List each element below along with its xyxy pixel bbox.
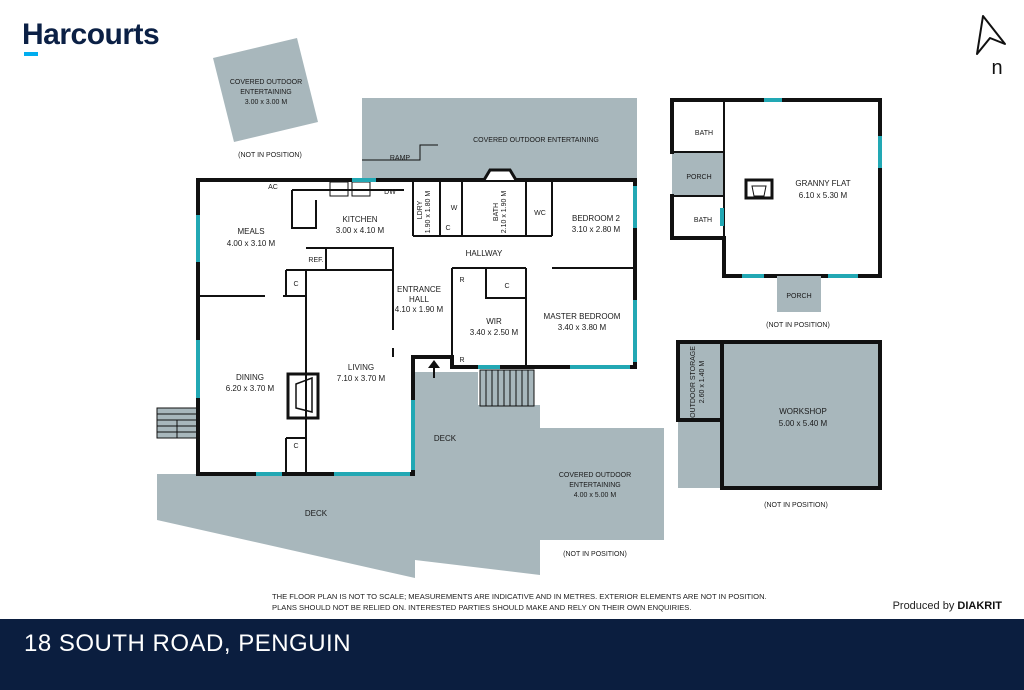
bedroom2-size: 3.10 x 2.80 M bbox=[572, 225, 621, 234]
c-label: C bbox=[445, 225, 450, 232]
master-size: 3.40 x 3.80 M bbox=[558, 323, 607, 332]
r-bottom-label: R bbox=[459, 357, 464, 364]
outdoor-storage-size: 2.60 x 1.40 M bbox=[699, 361, 706, 404]
laundry-label: LDRY bbox=[417, 200, 424, 219]
wir-size: 3.40 x 2.50 M bbox=[470, 328, 519, 337]
dining-label: DINING bbox=[236, 373, 264, 382]
kitchen-label: KITCHEN bbox=[342, 215, 377, 224]
svg-text:COVERED OUTDOOR ENTERTAINING: COVERED OUTDOOR ENTERTAINING bbox=[473, 137, 599, 144]
laundry-size: 1.90 x 1.80 M bbox=[425, 191, 432, 234]
bath-label: BATH bbox=[493, 203, 500, 221]
bath-size: 2.10 x 1.90 M bbox=[501, 191, 508, 234]
dining-size: 6.20 x 3.70 M bbox=[226, 384, 275, 393]
wc-label: WC bbox=[534, 210, 546, 217]
hallway-label: HALLWAY bbox=[466, 249, 503, 258]
granny-porch-label: PORCH bbox=[686, 174, 711, 181]
harcourts-logo: Harcourts bbox=[22, 18, 160, 51]
c-wir-label: C bbox=[504, 283, 509, 290]
outdoor-storage-label: OUTDOOR STORAGE bbox=[690, 346, 697, 418]
workshop: OUTDOOR STORAGE 2.60 x 1.40 M WORKSHOP 5… bbox=[676, 340, 882, 490]
hall-label: HALL bbox=[409, 295, 430, 304]
not-in-position-label: (NOT IN POSITION) bbox=[766, 322, 830, 329]
fireplace-icon bbox=[286, 372, 320, 420]
granny-flat-label: GRANNY FLAT bbox=[795, 179, 850, 188]
meals-label: MEALS bbox=[237, 227, 264, 236]
c-living-label: C bbox=[293, 443, 298, 450]
wir-label: WIR bbox=[486, 317, 502, 326]
entrance-label: ENTRANCE bbox=[397, 285, 441, 294]
covered-outdoor-top: COVERED OUTDOOR ENTERTAINING RAMP bbox=[362, 98, 637, 178]
granny-flat-size: 6.10 x 5.30 M bbox=[799, 191, 848, 200]
svg-text:COVERED OUTDOOR: COVERED OUTDOOR bbox=[559, 472, 631, 479]
produced-by-prefix: Produced by bbox=[892, 600, 955, 612]
w-label: W bbox=[451, 205, 458, 212]
footer-bar bbox=[0, 619, 1024, 690]
c-meals-label: C bbox=[293, 281, 298, 288]
main-house-walls bbox=[196, 178, 637, 476]
kitchen-size: 3.00 x 4.10 M bbox=[336, 226, 385, 235]
svg-text:ENTERTAINING: ENTERTAINING bbox=[569, 482, 620, 489]
svg-text:COVERED OUTDOOR: COVERED OUTDOOR bbox=[230, 79, 302, 86]
disclaimer-line-2: PLANS SHOULD NOT BE RELIED ON. INTERESTE… bbox=[272, 603, 692, 612]
master-label: MASTER BEDROOM bbox=[544, 312, 621, 321]
ref-label: REF. bbox=[308, 257, 323, 264]
dw-label: DW bbox=[384, 189, 396, 196]
entrance-arrow-icon bbox=[428, 360, 440, 378]
granny-bath-top-label: BATH bbox=[695, 130, 713, 137]
living-size: 7.10 x 3.70 M bbox=[337, 374, 386, 383]
disclaimer: THE FLOOR PLAN IS NOT TO SCALE; MEASUREM… bbox=[272, 591, 792, 613]
property-address: 18 SOUTH ROAD, PENGUIN bbox=[24, 630, 352, 657]
workshop-size: 5.00 x 5.40 M bbox=[779, 419, 828, 428]
workshop-label: WORKSHOP bbox=[779, 407, 827, 416]
ac-label: AC bbox=[268, 184, 278, 191]
r-top-label: R bbox=[459, 277, 464, 284]
covered-outdoor-bottom: COVERED OUTDOOR ENTERTAINING 4.00 x 5.00… bbox=[526, 428, 664, 540]
not-in-position-label: (NOT IN POSITION) bbox=[764, 502, 828, 509]
produced-by-brand: DIAKRIT bbox=[957, 600, 1002, 612]
covered-outdoor-tl: COVERED OUTDOOR ENTERTAINING 3.00 x 3.00… bbox=[213, 38, 318, 142]
logo-accent-bar bbox=[24, 52, 38, 56]
floor-plan: n COVERED OUTDOOR ENTERTAINING 3.00 x 3.… bbox=[156, 15, 1006, 578]
north-arrow-icon: n bbox=[976, 15, 1006, 79]
compass-label: n bbox=[991, 57, 1002, 79]
produced-by: Produced by DIAKRIT bbox=[893, 600, 1002, 612]
meals-size: 4.00 x 3.10 M bbox=[227, 239, 276, 248]
svg-text:4.00 x 5.00 M: 4.00 x 5.00 M bbox=[574, 492, 617, 499]
svg-text:ENTERTAINING: ENTERTAINING bbox=[240, 89, 291, 96]
bedroom2-label: BEDROOM 2 bbox=[572, 214, 621, 223]
granny-flat: BATH PORCH BATH GRANNY FLAT 6.10 x 5.30 … bbox=[670, 98, 882, 312]
svg-text:3.00 x 3.00 M: 3.00 x 3.00 M bbox=[245, 99, 288, 106]
not-in-position-label: (NOT IN POSITION) bbox=[563, 551, 627, 558]
not-in-position-label: (NOT IN POSITION) bbox=[238, 152, 302, 159]
living-label: LIVING bbox=[348, 363, 374, 372]
svg-text:DECK: DECK bbox=[434, 434, 457, 443]
entrance-size: 4.10 x 1.90 M bbox=[395, 305, 444, 314]
svg-text:DECK: DECK bbox=[305, 509, 328, 518]
granny-porch-out-label: PORCH bbox=[786, 293, 811, 300]
granny-bath-bottom-label: BATH bbox=[694, 217, 712, 224]
disclaimer-line-1: THE FLOOR PLAN IS NOT TO SCALE; MEASUREM… bbox=[272, 592, 767, 601]
svg-text:RAMP: RAMP bbox=[390, 155, 411, 162]
